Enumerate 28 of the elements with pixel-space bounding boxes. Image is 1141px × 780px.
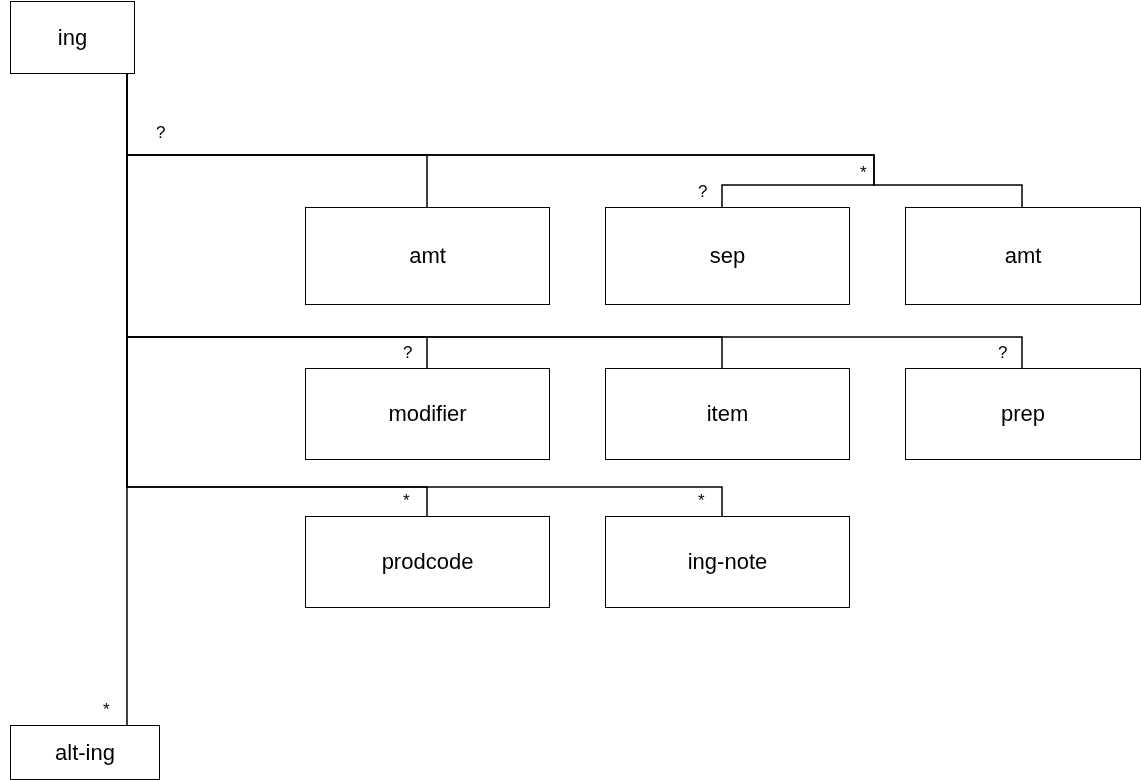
element-name: ing bbox=[57, 24, 88, 51]
element-box bbox=[10, 725, 160, 780]
element-name: prodcode bbox=[381, 549, 474, 575]
element-box bbox=[10, 1, 135, 74]
element-name: modifier bbox=[388, 401, 467, 427]
element-box bbox=[605, 516, 850, 608]
cardinality-mark: ? bbox=[156, 124, 166, 142]
element-name: prep bbox=[1000, 401, 1045, 427]
element-name: amt bbox=[409, 243, 446, 269]
element-box bbox=[605, 368, 850, 460]
element-name: amt bbox=[1004, 243, 1042, 269]
element-box bbox=[305, 516, 550, 608]
element-name: ing-note bbox=[687, 549, 768, 575]
element-box bbox=[305, 368, 550, 460]
element-name: alt-ing bbox=[55, 739, 115, 766]
element-box bbox=[905, 207, 1141, 305]
cardinality-mark: * bbox=[103, 701, 110, 719]
element-name: sep bbox=[709, 243, 746, 269]
cardinality-mark: ? bbox=[403, 344, 413, 362]
cardinality-mark: * bbox=[860, 164, 867, 182]
element-box bbox=[305, 207, 550, 305]
cardinality-mark: ? bbox=[998, 344, 1008, 362]
cardinality-mark: * bbox=[403, 492, 410, 510]
element-box bbox=[905, 368, 1141, 460]
cardinality-mark: ? bbox=[698, 183, 708, 201]
element-box bbox=[605, 207, 850, 305]
element-name: item bbox=[706, 401, 749, 427]
cardinality-mark: * bbox=[698, 492, 705, 510]
